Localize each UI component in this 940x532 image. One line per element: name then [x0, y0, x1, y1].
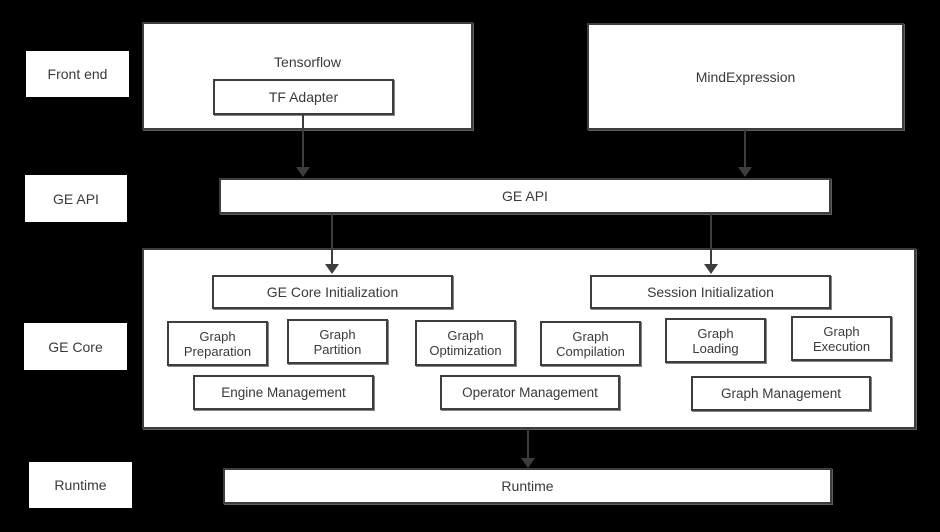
arrow-line	[744, 130, 746, 167]
operator-management-box: Operator Management	[440, 375, 620, 410]
graph-compilation-box: Graph Compilation	[540, 321, 641, 366]
side-label-ge-core: GE Core	[24, 323, 127, 370]
tf-adapter-box: TF Adapter	[213, 79, 394, 115]
graph-execution-box: Graph Execution	[791, 316, 892, 361]
tensorflow-box: Tensorflow TF Adapter	[142, 22, 473, 130]
arrow-line	[302, 115, 304, 167]
arrow-line	[527, 429, 529, 458]
arrow-down-icon	[521, 458, 535, 468]
side-label-runtime: Runtime	[29, 462, 132, 508]
graph-optimization-box: Graph Optimization	[415, 320, 516, 366]
arrow-down-icon	[296, 167, 310, 177]
graph-loading-box: Graph Loading	[665, 318, 766, 363]
ge-core-box: GE Core Initialization Session Initializ…	[142, 248, 916, 429]
graph-partition-box: Graph Partition	[287, 319, 388, 364]
side-label-front-end: Front end	[26, 51, 129, 97]
ge-core-initialization-box: GE Core Initialization	[212, 275, 453, 309]
mindexpression-box: MindExpression	[587, 23, 904, 130]
graph-preparation-box: Graph Preparation	[167, 321, 268, 366]
engine-management-box: Engine Management	[193, 375, 374, 410]
arrow-line	[331, 214, 333, 264]
arrow-down-icon	[325, 264, 339, 274]
runtime-bar: Runtime	[223, 468, 832, 504]
arrow-down-icon	[738, 167, 752, 177]
tensorflow-label: Tensorflow	[274, 54, 341, 70]
ge-api-bar: GE API	[219, 178, 831, 214]
graph-management-box: Graph Management	[691, 376, 871, 411]
arrow-down-icon	[704, 264, 718, 274]
side-label-ge-api: GE API	[25, 175, 127, 222]
session-initialization-box: Session Initialization	[590, 275, 831, 309]
arrow-line	[710, 214, 712, 264]
